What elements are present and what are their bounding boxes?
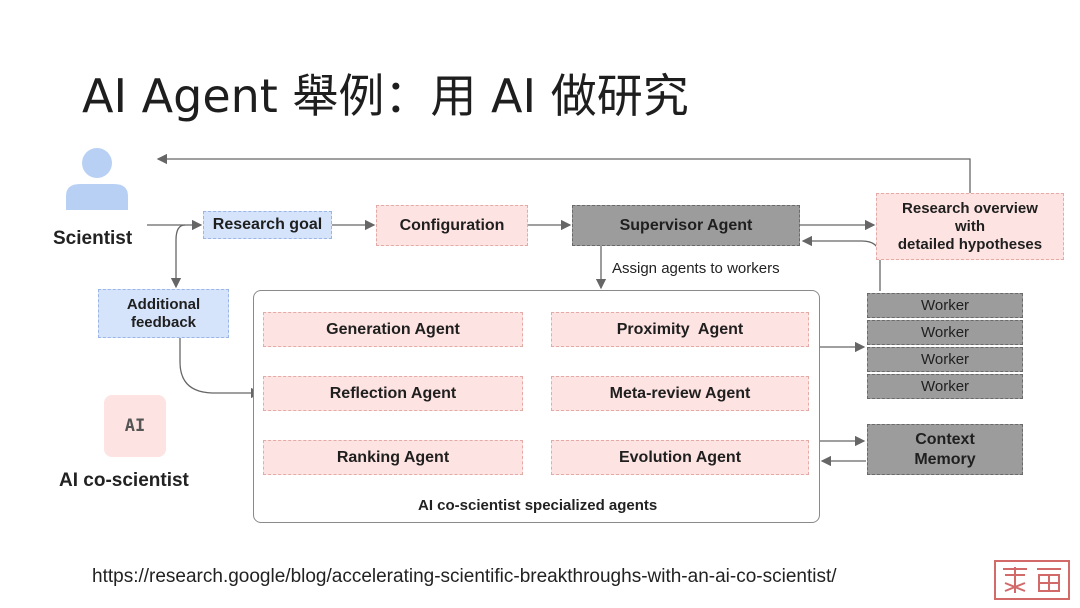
ai-coscientist-label: AI co-scientist <box>59 470 189 491</box>
scientist-avatar-icon <box>64 146 130 212</box>
ai-badge-icon: AI <box>104 395 166 457</box>
worker-box[interactable]: Worker <box>867 347 1023 372</box>
scientist-to-feedback-arrow <box>170 224 186 289</box>
research-overview-box[interactable]: Research overview with detailed hypothes… <box>876 193 1064 260</box>
supervisor-agent-box[interactable]: Supervisor Agent <box>572 205 800 246</box>
worker-text: Worker <box>920 297 970 314</box>
page-title: AI Agent 舉例：用 AI 做研究 <box>82 69 689 123</box>
additional-feedback-box[interactable]: Additional feedback <box>98 289 229 338</box>
specialized-agents-label: AI co-scientist specialized agents <box>418 497 658 514</box>
feedback-to-reflection-arrow <box>179 338 262 399</box>
ranking-agent-text: Ranking Agent <box>336 448 450 466</box>
overview-to-scientist-arrow <box>156 153 971 193</box>
workers-to-supervisor-arrow <box>801 235 881 291</box>
proximity-agent-text: Proximity Agent <box>616 320 744 338</box>
research-goal-box[interactable]: Research goal <box>203 211 332 239</box>
source-url-link[interactable]: https://research.google/blog/acceleratin… <box>92 566 837 587</box>
research-overview-line1: Research overview <box>902 199 1038 217</box>
additional-feedback-line1: Additional <box>126 295 201 313</box>
configuration-box[interactable]: Configuration <box>376 205 528 246</box>
additional-feedback-line2: feedback <box>130 313 197 331</box>
worker-box[interactable]: Worker <box>867 320 1023 345</box>
seal-stamp-icon <box>994 560 1070 600</box>
generation-agent-box[interactable]: Generation Agent <box>263 312 523 347</box>
worker-text: Worker <box>920 324 970 341</box>
reflection-agent-text: Reflection Agent <box>329 384 457 402</box>
evolution-agent-box[interactable]: Evolution Agent <box>551 440 809 475</box>
worker-text: Worker <box>920 351 970 368</box>
evolution-agent-text: Evolution Agent <box>618 448 742 466</box>
generation-agent-text: Generation Agent <box>326 320 460 338</box>
context-memory-box[interactable]: Context Memory <box>867 424 1023 475</box>
meta-review-agent-text: Meta-review Agent <box>609 384 751 402</box>
context-memory-line1: Context <box>915 431 975 449</box>
configuration-text: Configuration <box>399 216 505 234</box>
research-overview-line2: with <box>955 217 985 235</box>
supervisor-agent-text: Supervisor Agent <box>619 216 753 234</box>
meta-review-agent-box[interactable]: Meta-review Agent <box>551 376 809 411</box>
context-memory-line2: Memory <box>914 450 976 468</box>
proximity-agent-box[interactable]: Proximity Agent <box>551 312 809 347</box>
ai-badge-text: AI <box>124 416 146 436</box>
worker-box[interactable]: Worker <box>867 374 1023 399</box>
reflection-agent-box[interactable]: Reflection Agent <box>263 376 523 411</box>
worker-text: Worker <box>920 378 970 395</box>
ranking-agent-box[interactable]: Ranking Agent <box>263 440 523 475</box>
scientist-label: Scientist <box>53 228 133 249</box>
research-goal-text: Research goal <box>212 216 323 234</box>
assign-agents-label: Assign agents to workers <box>612 260 780 277</box>
research-overview-line3: detailed hypotheses <box>897 235 1043 253</box>
worker-box[interactable]: Worker <box>867 293 1023 318</box>
